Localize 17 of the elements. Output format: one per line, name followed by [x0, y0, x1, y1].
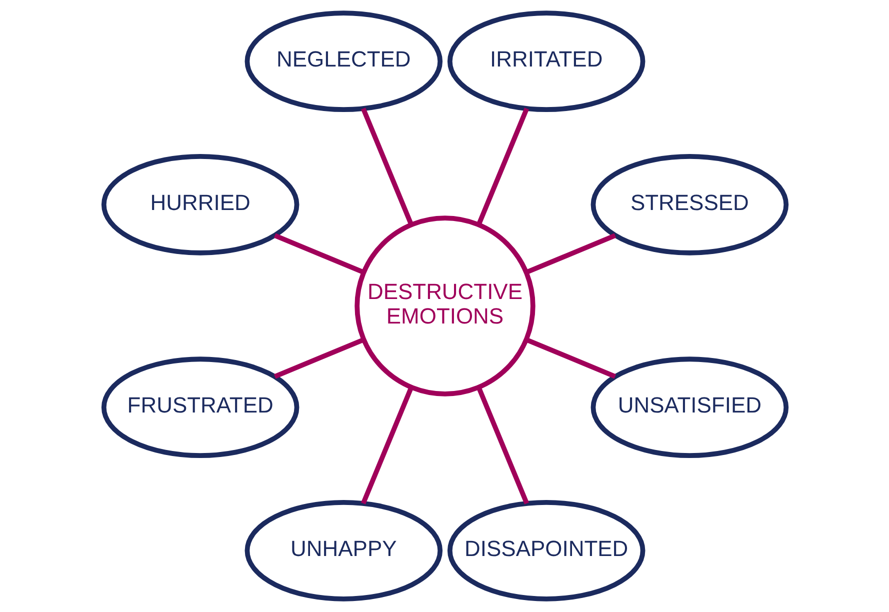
node-ellipse: FRUSTRATED — [100, 356, 299, 458]
connector — [476, 386, 529, 504]
connector — [525, 337, 616, 379]
node-ellipse: HURRIED — [100, 154, 299, 256]
node-ellipse: UNSATISFIED — [590, 356, 788, 458]
connector — [273, 337, 364, 379]
connector — [273, 233, 364, 275]
connector — [525, 233, 616, 275]
connector — [476, 108, 529, 226]
node-circle: DESTRUCTIVE EMOTIONS — [354, 216, 535, 396]
connector — [360, 108, 414, 226]
node-ellipse: NEGLECTED — [244, 10, 442, 112]
node-ellipse: STRESSED — [590, 154, 788, 256]
node-ellipse: IRRITATED — [446, 10, 645, 112]
node-ellipse: DISSAPOINTED — [446, 500, 645, 602]
connector — [360, 386, 414, 504]
node-ellipse: UNHAPPY — [244, 500, 442, 602]
